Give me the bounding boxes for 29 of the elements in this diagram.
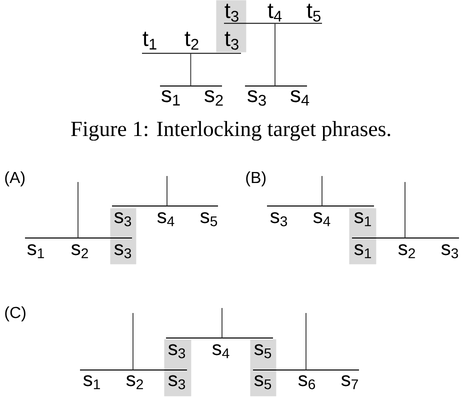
token-label: s$_{1}$ (83, 375, 100, 390)
token-label: s$_{3}$ (248, 90, 266, 106)
token-label: s$_{4}$ (313, 212, 330, 226)
token-label: t$_{5}$ (306, 4, 320, 22)
panel-label: (A) (5, 171, 25, 186)
token-label: s$_{6}$ (298, 375, 316, 390)
token-label: s$_{1}$ (162, 90, 180, 106)
token-label: s$_{3}$ (270, 212, 288, 226)
token-label: t$_{1}$ (142, 32, 156, 50)
highlight-box: t$_{3}$ t$_{3}$ (216, 0, 246, 52)
panel-label: (C) (5, 306, 26, 322)
token-label: s$_{5}$ (200, 212, 218, 226)
token-label: s$_{4}$ (290, 90, 310, 106)
token-label: s$_{2}$ (71, 244, 88, 258)
token-label: s$_{2}$ (204, 90, 223, 106)
token-label: s$_{4}$ (212, 344, 230, 358)
token-label: s$_{3}$ (441, 244, 458, 258)
token-label: s$_{4}$ (157, 212, 174, 226)
figure-caption: Figure 1: Interlocking target phrases. (71, 121, 390, 141)
token-label: s$_{2}$ (398, 244, 415, 258)
panel-label: (B) (246, 171, 266, 186)
token-label: s$_{2}$ (126, 375, 143, 390)
token-label: s$_{1}$ (27, 244, 44, 258)
highlight-box: s$_{5}$ s$_{5}$ (250, 339, 276, 396)
highlight-box: s$_{3}$ s$_{3}$ (110, 208, 136, 264)
highlight-box: s$_{1}$ s$_{1}$ (349, 208, 376, 264)
highlight-box: s$_{3}$ s$_{3}$ (164, 339, 192, 396)
token-label: t$_{4}$ (268, 4, 282, 22)
token-label: s$_{7}$ (341, 375, 358, 390)
